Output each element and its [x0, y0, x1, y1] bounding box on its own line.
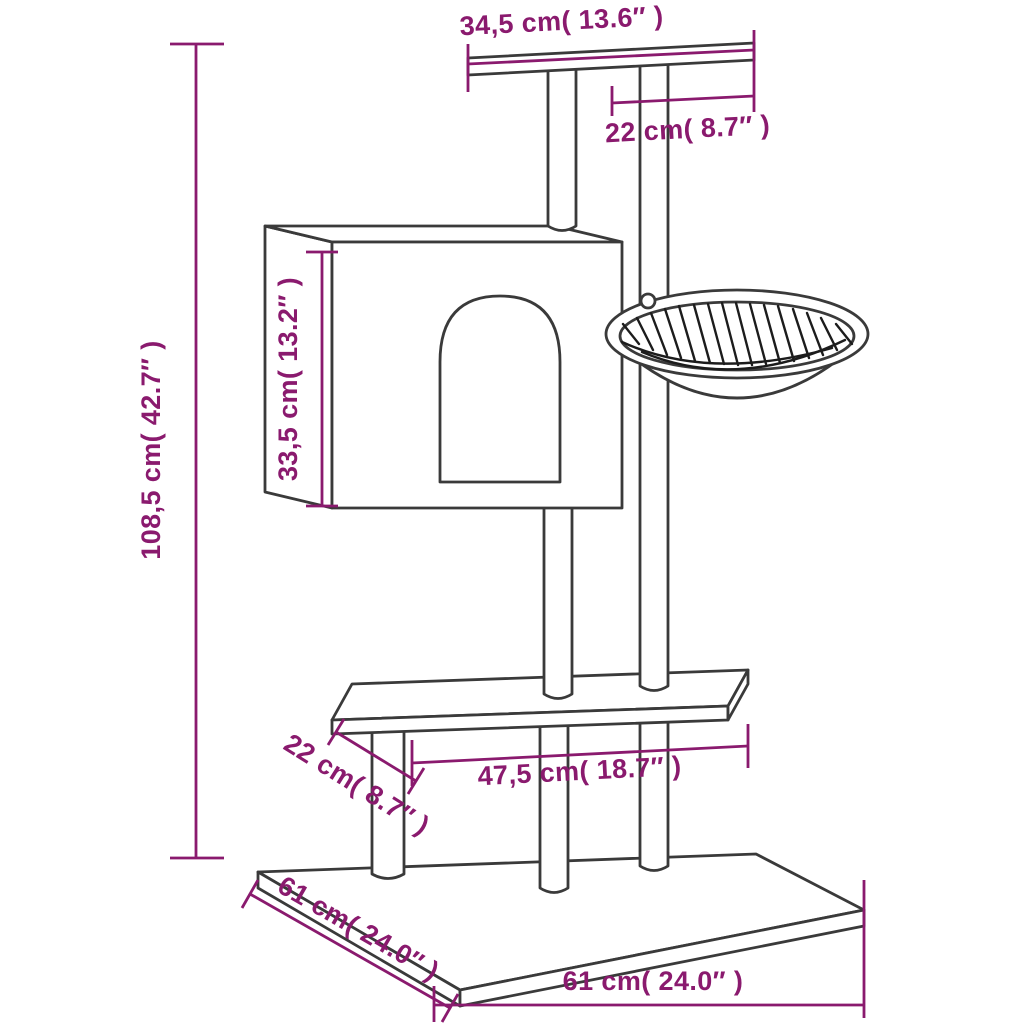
cat-tree-illustration — [256, 41, 870, 1008]
dim-line — [411, 744, 749, 765]
base-board — [256, 852, 866, 1008]
dim-middle-platform-width: 47,5 cm( 18.7″ ) — [410, 724, 750, 791]
post-lower-right — [638, 698, 670, 872]
basket-bed — [604, 288, 870, 400]
post-lower-left — [370, 708, 406, 880]
dim-line — [467, 48, 755, 66]
middle-platform — [330, 668, 750, 736]
dim-top-depth-label: 22 cm( 8.7″ ) — [604, 110, 771, 149]
dim-base-width: 61 cm( 24.0″ ) — [432, 880, 866, 1022]
basket-hatching — [620, 301, 854, 371]
post-lower-center — [538, 706, 570, 894]
dim-top-width-label: 34,5 cm( 13.6″ ) — [459, 1, 664, 42]
dim-cap-start — [326, 718, 346, 746]
dim-line — [249, 892, 451, 1010]
dim-condo-height-label: 33,5 cm( 13.2″ ) — [273, 277, 303, 481]
middle-platform-side-face — [726, 668, 750, 722]
dim-cap-start — [240, 879, 260, 909]
dim-cap-end — [440, 993, 460, 1023]
dim-total-height: 108,5 cm( 42.7″ ) — [136, 42, 224, 860]
post-mid-center — [542, 498, 574, 700]
cat-condo — [263, 224, 624, 510]
dim-total-height-label: 108,5 cm( 42.7″ ) — [136, 340, 166, 559]
dim-line — [611, 94, 755, 105]
post-top-left — [546, 56, 578, 232]
dim-condo-height: 33,5 cm( 13.2″ ) — [273, 250, 338, 508]
dim-line — [335, 730, 417, 783]
condo-door-arch — [438, 294, 562, 484]
dim-top-platform-depth: 22 cm( 8.7″ ) — [604, 86, 771, 148]
dim-base-width-label: 61 cm( 24.0″ ) — [563, 966, 744, 996]
top-platform — [466, 41, 756, 77]
dim-cap-end — [406, 767, 426, 795]
basket-mount-clamp — [639, 292, 657, 310]
